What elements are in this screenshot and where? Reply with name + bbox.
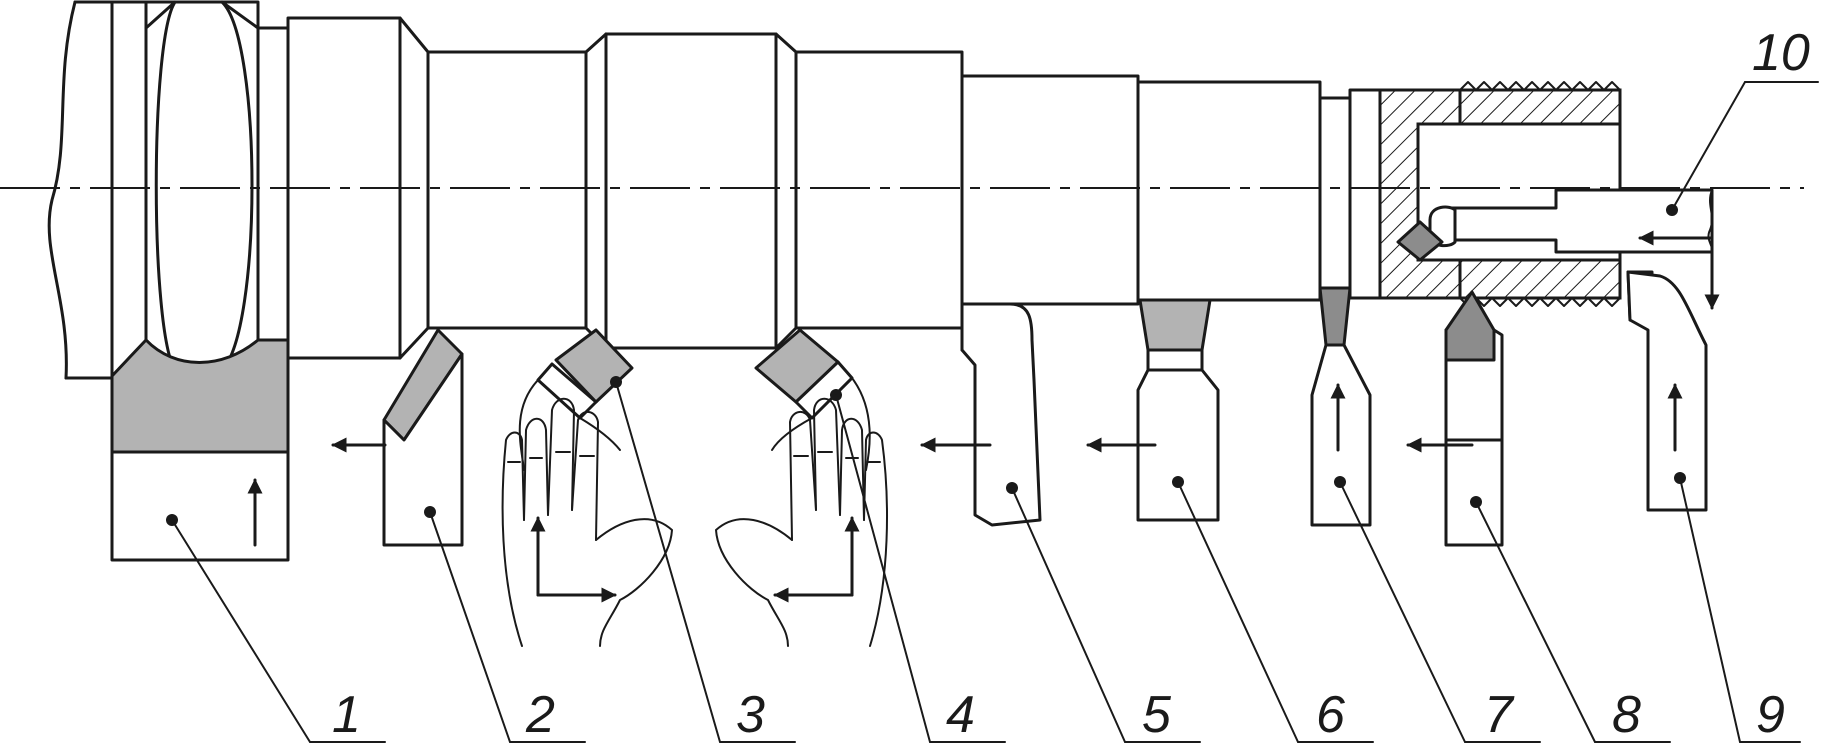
leader-3: [615, 381, 721, 743]
shaft-step-right: [794, 50, 964, 330]
label-6: 6: [1316, 686, 1345, 744]
tool-1-insert: [110, 338, 290, 454]
label-5: 5: [1142, 686, 1172, 744]
leader-6: [1177, 481, 1299, 743]
leader-5: [1011, 487, 1126, 743]
tool-6-insert: [1138, 298, 1212, 352]
tool-7-shank: [1310, 343, 1372, 527]
label-10: 10: [1752, 24, 1810, 82]
label-2: 2: [525, 686, 555, 744]
label-4: 4: [946, 686, 975, 744]
tool-9: [1626, 270, 1801, 743]
right-hand: [715, 397, 888, 647]
tool-7-insert: [1318, 286, 1352, 347]
label-9: 9: [1756, 686, 1785, 744]
tool-10-insert: [1396, 220, 1444, 262]
tool-2-shank: [382, 352, 464, 547]
workpiece-shaft: [47, 0, 1622, 380]
tool-2: [331, 328, 586, 743]
tool-4: [715, 328, 1006, 743]
tool-9-shank: [1626, 270, 1708, 512]
leader-7: [1339, 481, 1466, 743]
tool-1-shank: [110, 450, 290, 562]
tool-8: [1406, 290, 1671, 743]
leader-2: [429, 511, 511, 743]
tool-7: [1310, 286, 1541, 743]
tool-5-shank: [960, 302, 1042, 527]
leader-4: [835, 394, 931, 743]
label-1: 1: [332, 686, 361, 744]
tool-1: [110, 338, 386, 743]
tool-3: [501, 328, 796, 743]
tool-6: [1086, 298, 1374, 743]
label-8: 8: [1612, 686, 1641, 744]
leader-8: [1475, 501, 1596, 743]
shaft-step-center: [604, 32, 778, 350]
label-3: 3: [736, 686, 765, 744]
tool-8-shank: [1444, 328, 1504, 547]
tool-5: [920, 302, 1201, 743]
label-7: 7: [1484, 686, 1515, 744]
tool-10: [1396, 81, 1819, 310]
left-hand: [501, 397, 673, 647]
number-labels: 1 2 3 4 5 6 7 8 9 10: [332, 24, 1810, 744]
leader-10: [1671, 81, 1746, 211]
leader-1: [171, 519, 311, 743]
shaft-break-line: [47, 0, 77, 380]
shaft-step-small: [960, 74, 1140, 306]
tool-6-shank: [1136, 348, 1220, 522]
leader-9: [1679, 477, 1741, 743]
shaft-step-mid: [426, 50, 588, 330]
